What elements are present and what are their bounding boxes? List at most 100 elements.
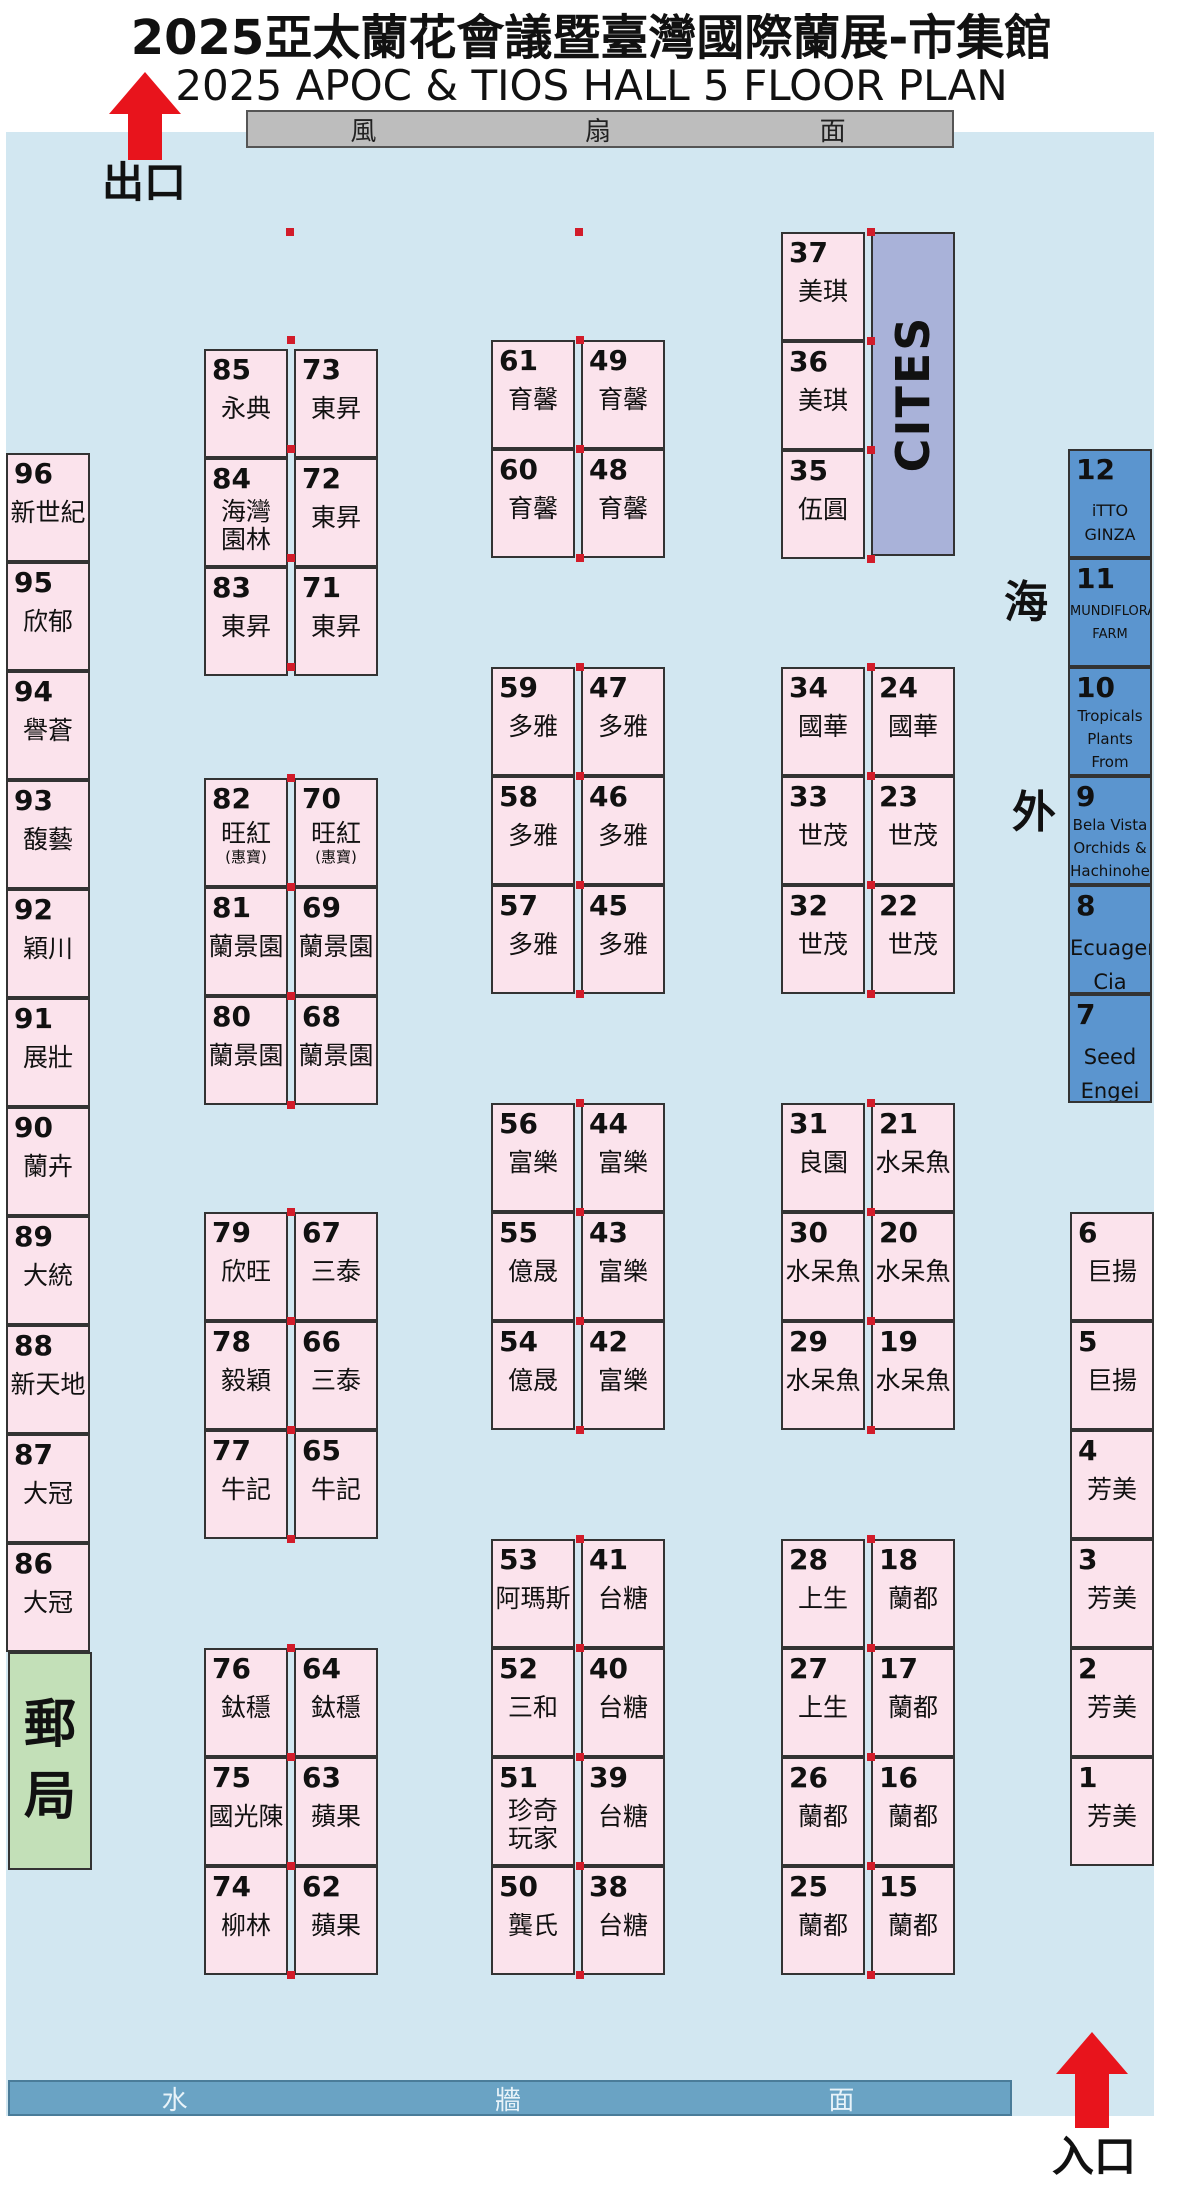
booth-number: 48 <box>589 453 628 486</box>
aisle-marker <box>575 228 583 236</box>
booth-divider-marker <box>287 1753 295 1761</box>
booth-number: 71 <box>302 571 341 604</box>
booth-number: 77 <box>212 1434 251 1467</box>
booth-divider-marker <box>867 1971 875 1979</box>
booth-8[interactable]: 8Ecuagenera Cia Ltda <box>1068 885 1152 994</box>
